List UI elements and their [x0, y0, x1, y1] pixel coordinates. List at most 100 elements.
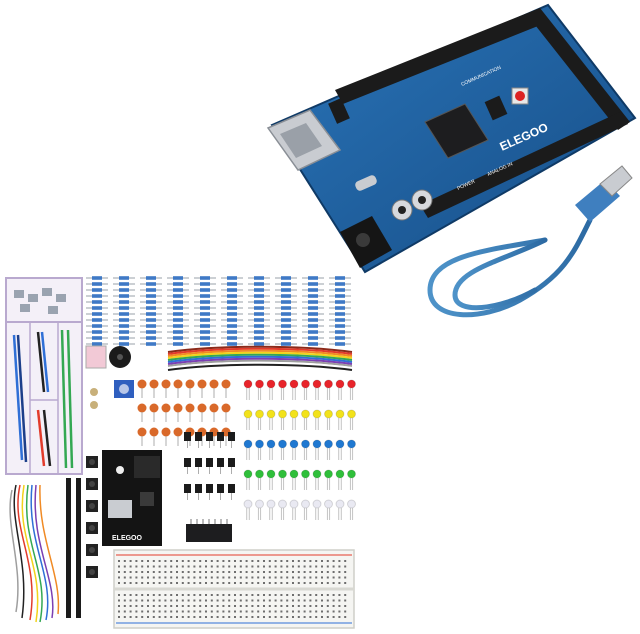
resistor: [281, 294, 291, 298]
ceramic-capacitor: [173, 427, 183, 437]
led: [347, 439, 356, 449]
led: [243, 409, 253, 419]
resistor: [92, 306, 102, 310]
resistor: [200, 300, 210, 304]
resistor: [254, 294, 264, 298]
ceramic-capacitor: [209, 379, 219, 389]
resistor: [146, 318, 156, 322]
ceramic-capacitor: [173, 379, 183, 389]
led: [301, 469, 310, 479]
resistor: [254, 276, 264, 280]
ceramic-capacitor: [197, 379, 207, 389]
led: [266, 499, 276, 509]
resistor: [119, 282, 129, 286]
led: [312, 379, 322, 389]
resistor: [200, 294, 210, 298]
resistor: [254, 312, 264, 316]
transistors: [184, 432, 235, 500]
resistor: [146, 324, 156, 328]
led: [278, 409, 287, 419]
ic-chip: [186, 519, 232, 542]
resistor: [119, 318, 129, 322]
jumper-wire-bundle: [9, 484, 60, 623]
component-box: [5, 277, 83, 475]
led: [347, 379, 356, 389]
resistor: [227, 306, 237, 310]
led: [324, 469, 333, 479]
resistor: [119, 312, 129, 316]
resistor: [308, 288, 318, 292]
resistor: [173, 276, 183, 280]
resistor: [308, 312, 318, 316]
resistor: [200, 312, 210, 316]
resistor: [119, 294, 129, 298]
resistor: [200, 282, 210, 286]
led: [301, 379, 310, 389]
transistor: [195, 458, 202, 467]
transistor: [184, 484, 191, 493]
ceramic-capacitor: [161, 379, 171, 389]
resistor: [92, 330, 102, 334]
transistor: [217, 458, 224, 467]
led: [324, 439, 333, 449]
resistor: [335, 288, 345, 292]
resistor: [200, 276, 210, 280]
resistor: [200, 342, 210, 346]
resistor: [335, 336, 345, 340]
led: [324, 499, 333, 509]
ceramic-capacitor: [221, 403, 231, 413]
resistor: [281, 342, 291, 346]
ceramic-capacitor: [197, 403, 207, 413]
resistor: [335, 300, 345, 304]
resistor: [146, 294, 156, 298]
led: [266, 409, 276, 419]
resistor: [335, 318, 345, 322]
resistor: [200, 288, 210, 292]
led: [289, 409, 299, 419]
resistor: [308, 336, 318, 340]
ribbon-wire: [167, 349, 353, 357]
resistor: [281, 330, 291, 334]
led: [289, 379, 299, 389]
ceramic-capacitor: [149, 403, 159, 413]
resistor: [335, 282, 345, 286]
led: [312, 499, 322, 509]
resistor: [254, 282, 264, 286]
ribbon-wire: [167, 355, 353, 363]
led: [255, 499, 264, 509]
ceramic-capacitor: [149, 379, 159, 389]
led: [243, 379, 253, 389]
resistor: [146, 336, 156, 340]
resistor: [146, 330, 156, 334]
usb-a-plug: [575, 165, 633, 222]
led: [335, 409, 345, 419]
resistor: [254, 336, 264, 340]
ribbon-wire: [167, 353, 353, 361]
led: [312, 439, 322, 449]
resistor: [254, 306, 264, 310]
led: [335, 379, 345, 389]
led: [278, 439, 287, 449]
transistor: [206, 432, 213, 441]
resistor: [92, 324, 102, 328]
breadboard: [113, 549, 355, 629]
resistor: [335, 294, 345, 298]
transistor: [217, 432, 224, 441]
led: [266, 439, 276, 449]
resistor: [173, 324, 183, 328]
led: [243, 439, 253, 449]
led: [301, 439, 310, 449]
resistor: [119, 342, 129, 346]
resistor: [227, 324, 237, 328]
transistor: [184, 458, 191, 467]
resistor: [254, 330, 264, 334]
resistor: [146, 282, 156, 286]
resistor: [146, 342, 156, 346]
resistor: [227, 276, 237, 280]
led: [289, 499, 299, 509]
resistor: [119, 276, 129, 280]
led: [289, 439, 299, 449]
resistor: [254, 318, 264, 322]
resistor: [308, 300, 318, 304]
led: [301, 499, 310, 509]
